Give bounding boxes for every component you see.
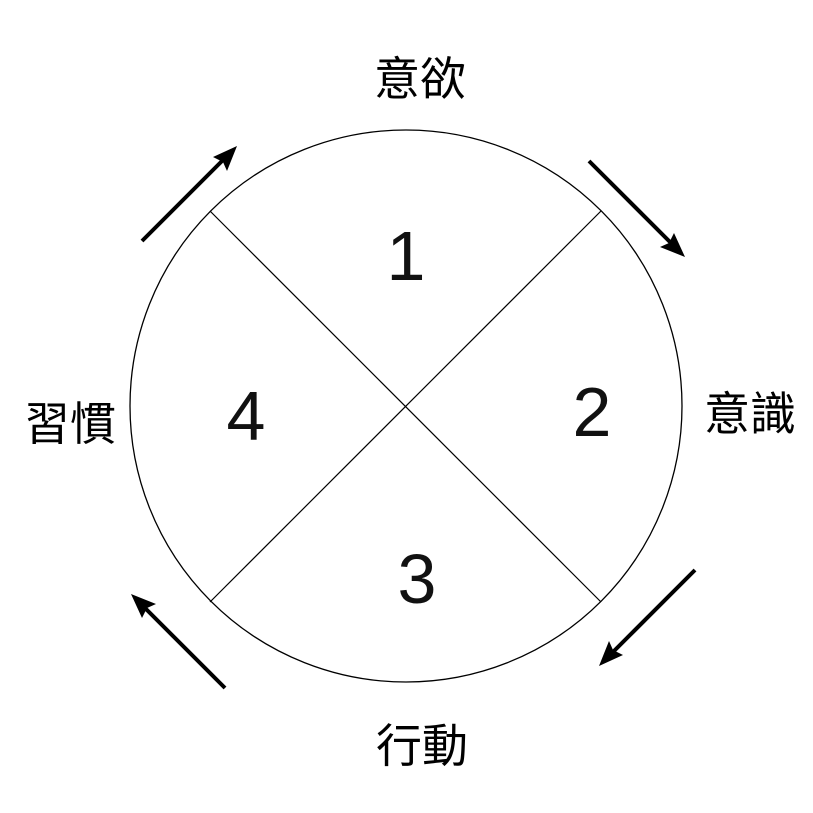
cycle-circle: [129, 129, 683, 683]
arrow-down-right-icon: [587, 159, 685, 257]
divider-line-ne-sw: [209, 210, 602, 603]
arrow-down-left-icon: [599, 568, 697, 666]
stage-number-1: 1: [387, 217, 426, 295]
stage-label-3: 行動: [376, 719, 468, 773]
arrow-up-left-icon: [131, 594, 227, 690]
arrow-up-right-icon: [140, 146, 237, 243]
stage-number-4: 4: [227, 377, 266, 455]
stage-number-3: 3: [398, 540, 437, 618]
stage-number-2: 2: [573, 373, 612, 451]
stage-label-4: 習慣: [24, 397, 116, 451]
stage-label-1: 意欲: [374, 52, 466, 106]
stage-label-2: 意識: [704, 387, 796, 441]
